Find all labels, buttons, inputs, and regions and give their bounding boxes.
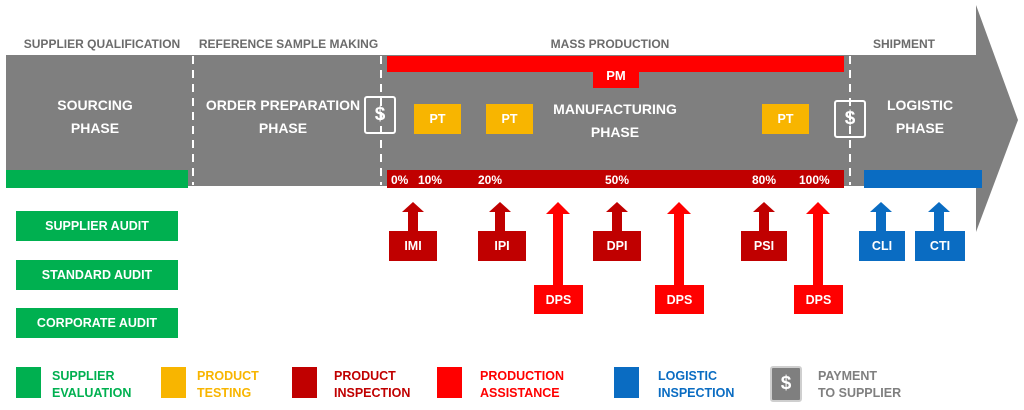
cti-box: CTI xyxy=(915,231,965,261)
legend-logistic-inspection: LOGISTIC INSPECTION xyxy=(658,369,735,400)
dpi-box: DPI xyxy=(593,231,641,261)
supplier-evaluation-bar xyxy=(6,170,188,188)
dps-box-3: DPS xyxy=(794,285,843,314)
header-reference-sample: REFERENCE SAMPLE MAKING xyxy=(198,37,379,51)
imi-box: IMI xyxy=(389,231,437,261)
logistic-inspection-bar xyxy=(864,170,982,188)
legend-product-testing: PRODUCT TESTING xyxy=(197,369,259,400)
legend-supplier-evaluation: SUPPLIER EVALUATION xyxy=(52,369,132,400)
dps-box-1: DPS xyxy=(534,285,583,314)
header-supplier-qualification: SUPPLIER QUALIFICATION xyxy=(23,37,181,51)
legend-swatch-blue xyxy=(614,367,639,398)
legend-swatch-darkred xyxy=(292,367,317,398)
percent-label: 10% xyxy=(418,173,443,187)
header-shipment: SHIPMENT xyxy=(872,37,935,51)
ipi-box: IPI xyxy=(478,231,526,261)
payment-dollar-icon-1: $ xyxy=(364,96,396,134)
legend-swatch-green xyxy=(16,367,41,398)
percent-label: 20% xyxy=(478,173,503,187)
header-mass-production: MASS PRODUCTION xyxy=(550,37,670,51)
legend-payment: PAYMENT TO SUPPLIER xyxy=(818,369,902,400)
corporate-audit-box: CORPORATE AUDIT xyxy=(16,308,178,338)
legend-product-inspection: PRODUCT INSPECTION xyxy=(334,369,411,400)
logistic-phase-label: LOGISTIC PHASE xyxy=(886,97,954,136)
legend-swatch-yellow xyxy=(161,367,186,398)
payment-dollar-icon-2: $ xyxy=(834,100,866,138)
pm-tab xyxy=(593,56,639,88)
pm-label: PM xyxy=(606,67,626,83)
cli-box: CLI xyxy=(859,231,905,261)
product-inspection-bar xyxy=(387,170,844,188)
manufacturing-phase-label: MANUFACTURING PHASE xyxy=(553,101,677,140)
percent-label: 0% xyxy=(391,173,409,187)
supplier-audit-box: SUPPLIER AUDIT xyxy=(16,211,178,241)
pt-box-2: PT xyxy=(486,104,533,134)
dps-box-2: DPS xyxy=(655,285,704,314)
percent-label: 50% xyxy=(605,173,630,187)
inspection-arrows xyxy=(402,202,950,286)
legend-payment-dollar-icon: $ xyxy=(770,366,802,402)
pt-box-1: PT xyxy=(414,104,461,134)
sourcing-phase-label: SOURCING PHASE xyxy=(57,97,133,136)
standard-audit-box: STANDARD AUDIT xyxy=(16,260,178,290)
legend-production-assistance: PRODUCTION ASSISTANCE xyxy=(480,369,565,400)
order-phase-label: ORDER PREPARATION PHASE xyxy=(205,97,361,136)
psi-box: PSI xyxy=(741,231,787,261)
percent-label: 100% xyxy=(799,173,830,187)
pt-box-3: PT xyxy=(762,104,809,134)
percent-label: 80% xyxy=(752,173,777,187)
legend-swatch-red xyxy=(437,367,462,398)
